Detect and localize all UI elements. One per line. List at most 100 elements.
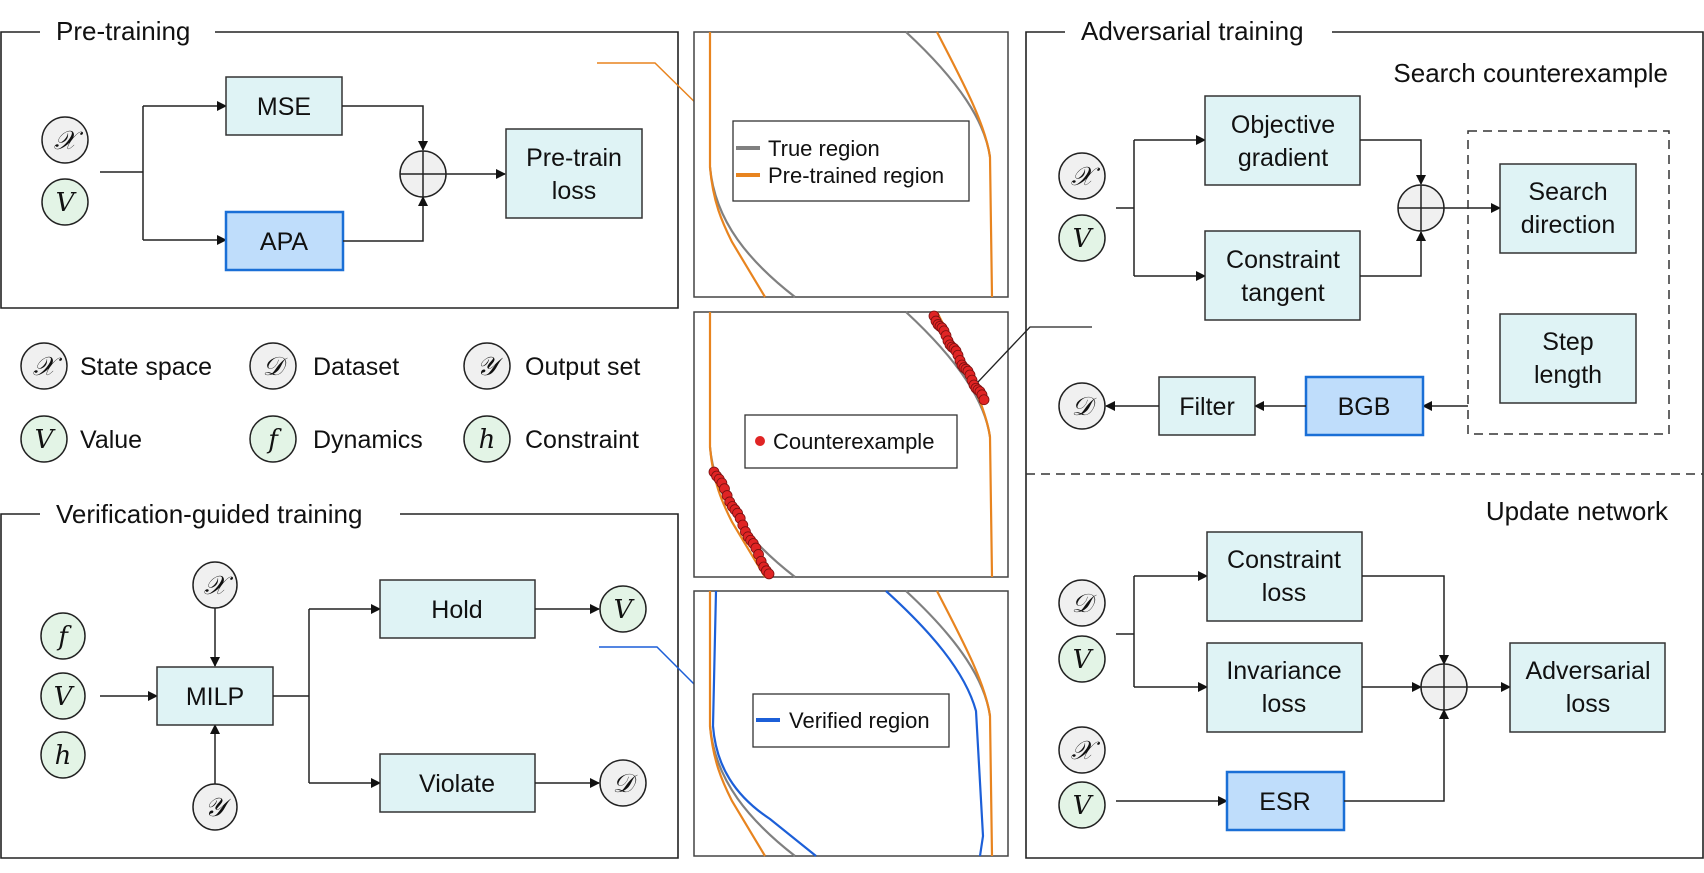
svg-text:Dynamics: Dynamics (313, 426, 423, 454)
plot-pretrained-legend: True region Pre-trained region (732, 120, 970, 202)
invariance-loss-box: Invariance loss (1206, 642, 1363, 733)
pretrained-region-curve-left (708, 312, 766, 578)
verification-frame (0, 513, 679, 859)
apa-box: APA (224, 210, 345, 272)
input-dynamics: f (40, 612, 86, 660)
plot-counterexample: Counterexample (693, 310, 1092, 580)
svg-text:gradient: gradient (1238, 144, 1328, 172)
svg-text:Value: Value (80, 426, 142, 454)
search-input-state-space: 𝒳 (1058, 152, 1106, 200)
arrow-mse-to-sum (342, 105, 428, 151)
adversarial-loss-box: Adversarial loss (1509, 642, 1666, 733)
svg-text:Output set: Output set (525, 353, 640, 381)
svg-text:MSE: MSE (257, 93, 311, 121)
constraint-loss-box: Constraint loss (1206, 531, 1363, 622)
legend-item-output-set: 𝒴 Output set (463, 342, 640, 390)
verification-title: Verification-guided training (56, 499, 362, 529)
arrow-objective-to-sum (1360, 139, 1426, 185)
step-length-box: Step length (1499, 313, 1637, 404)
input-state-space: 𝒳 (41, 116, 89, 164)
output-value: V (599, 585, 647, 633)
adversarial-title: Adversarial training (1081, 16, 1304, 46)
search-step-group (1467, 130, 1670, 435)
update-network-title: Update network (1486, 496, 1669, 526)
svg-text:V: V (56, 188, 77, 218)
arrow-constraint-loss-to-sum (1362, 575, 1449, 665)
svg-text:Adversarial: Adversarial (1525, 657, 1650, 685)
plot-pretrained: True region Pre-trained region (693, 31, 1009, 298)
pretrained-region-curve-right (936, 590, 994, 857)
svg-text:Filter: Filter (1179, 393, 1235, 421)
bgb-box: BGB (1304, 375, 1425, 437)
input-value: V (41, 178, 89, 226)
svg-text:loss: loss (1262, 579, 1306, 607)
search-input-value: V (1058, 214, 1106, 262)
svg-text:length: length (1534, 361, 1602, 389)
svg-text:V: V (1073, 645, 1094, 675)
plot-verified-curves (708, 590, 994, 857)
svg-text:Objective: Objective (1231, 111, 1335, 139)
counterexample-point (978, 394, 990, 406)
svg-text:h: h (479, 425, 496, 455)
mse-box: MSE (225, 76, 343, 136)
milp-split-wire (273, 609, 310, 783)
pretrained-region-curve-left (708, 591, 766, 857)
plot-verified-legend: Verified region (752, 693, 950, 748)
svg-text:loss: loss (1262, 690, 1306, 718)
update-sum-node-icon (1420, 663, 1468, 711)
legend-item-constraint: h Constraint (463, 415, 639, 463)
input-constraint: h (40, 731, 86, 779)
pretraining-panel: Pre-training 𝒳 V MSE APA Pre- (0, 16, 711, 309)
arrow-apa-to-sum (343, 196, 428, 242)
verified-region-curve-right (885, 590, 985, 857)
svg-text:Dataset: Dataset (313, 353, 399, 381)
verified-region-curve-left (711, 590, 817, 857)
counterexample-point (763, 568, 775, 580)
svg-text:loss: loss (552, 177, 596, 205)
adversarial-frame (1025, 31, 1704, 859)
update-input-dataset: 𝒟 (1058, 579, 1106, 627)
legend-item-dynamics: f Dynamics (249, 415, 423, 463)
legend-label-counterexample: Counterexample (773, 429, 934, 454)
update-input-state-space: 𝒳 (1058, 726, 1106, 774)
svg-text:BGB: BGB (1338, 393, 1391, 421)
counterexample-points (708, 310, 990, 580)
plot-counterexample-legend: Counterexample (744, 414, 958, 469)
legend-label-verified: Verified region (789, 708, 930, 733)
arrow-tangent-to-sum (1360, 231, 1426, 277)
arrow-esr-to-sum (1344, 709, 1449, 802)
svg-text:Constraint: Constraint (525, 426, 639, 454)
svg-text:tangent: tangent (1241, 279, 1324, 307)
legend-swatch-counterexample (755, 436, 765, 446)
svg-text:direction: direction (1521, 211, 1616, 239)
svg-text:Violate: Violate (419, 770, 495, 798)
violate-box: Violate (379, 753, 536, 813)
search-sum-node-icon (1397, 184, 1445, 232)
search-output-dataset: 𝒟 (1058, 382, 1106, 430)
sum-node-icon (399, 150, 447, 198)
svg-text:Invariance: Invariance (1226, 657, 1341, 685)
update-split-wire (1116, 576, 1135, 687)
hold-box: Hold (379, 579, 536, 639)
pretrained-region-curve-left (708, 32, 766, 298)
svg-text:Search: Search (1528, 178, 1607, 206)
svg-text:Constraint: Constraint (1226, 246, 1340, 274)
input-state-space: 𝒳 (192, 561, 238, 609)
svg-text:V: V (35, 425, 56, 455)
plot-pretrained-curves (708, 31, 994, 298)
output-dataset: 𝒟 (599, 759, 647, 807)
legend-item-value: V Value (20, 415, 142, 463)
legend-label-true: True region (768, 136, 880, 161)
pretraining-title: Pre-training (56, 16, 190, 46)
svg-text:h: h (55, 741, 72, 771)
input-output-set: 𝒴 (192, 783, 238, 831)
callout-line-pretrained (597, 62, 711, 118)
esr-box: ESR (1225, 770, 1346, 832)
svg-text:V: V (614, 595, 635, 625)
plot-verified: Verified region (693, 590, 1009, 857)
svg-text:Pre-train: Pre-train (526, 144, 622, 172)
adversarial-panel: Adversarial training Search counterexamp… (1025, 16, 1704, 859)
svg-text:V: V (1073, 224, 1094, 254)
milp-box: MILP (156, 666, 274, 726)
pretrain-split-wire (100, 106, 144, 240)
